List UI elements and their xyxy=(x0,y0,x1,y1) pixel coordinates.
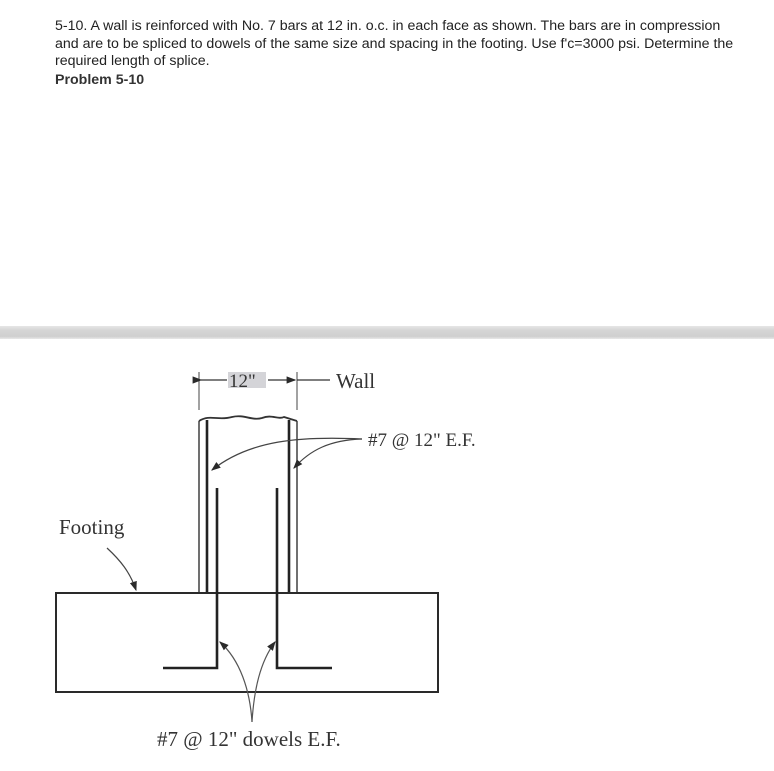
problem-label: Problem 5-10 xyxy=(55,71,145,88)
wall-label: Wall xyxy=(336,369,375,393)
footing xyxy=(55,592,439,693)
problem-text: 5-10. A wall is reinforced with No. 7 ba… xyxy=(55,18,734,69)
bars-label: #7 @ 12" E.F. xyxy=(368,430,476,451)
dimension-12in: 12" xyxy=(192,371,330,410)
dimension-label: 12" xyxy=(229,371,256,392)
footing-label: Footing xyxy=(59,515,125,539)
dowels xyxy=(163,488,332,670)
wall xyxy=(198,415,298,593)
page-divider xyxy=(0,326,774,339)
dowels-label: #7 @ 12" dowels E.F. xyxy=(157,727,341,751)
problem-statement: 5-10. A wall is reinforced with No. 7 ba… xyxy=(55,18,735,89)
wall-footing-diagram: 12" Wall #7 @ 12" E.F. Footing #7 @ 12" … xyxy=(55,369,476,751)
